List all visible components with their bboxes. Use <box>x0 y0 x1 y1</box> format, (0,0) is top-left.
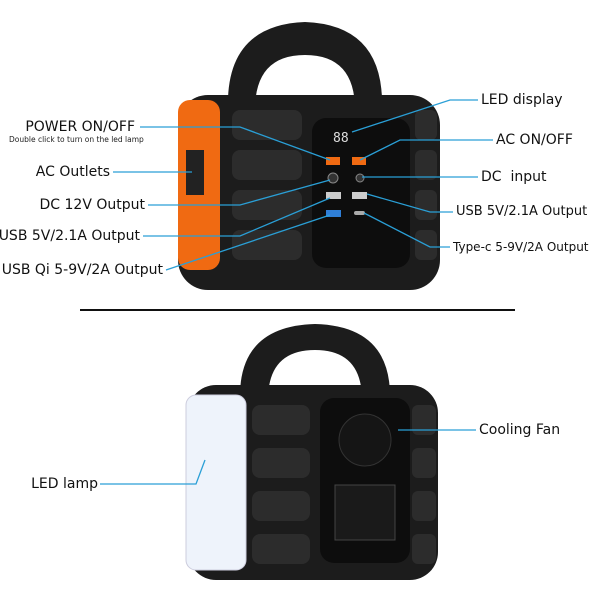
power-button <box>326 157 340 165</box>
label-usb-qi-output: USB Qi 5-9V/2A Output <box>1 262 163 278</box>
label-type-c-output: Type-c 5-9V/2A Output <box>453 240 589 254</box>
label-power-on-off: POWER ON/OFF <box>25 119 135 135</box>
label-dc-12v-output: DC 12V Output <box>39 197 145 213</box>
label-usb-left-output: USB 5V/2.1A Output <box>0 228 140 244</box>
power-station-front: 88 <box>178 22 440 290</box>
led-lamp-panel <box>185 394 247 571</box>
ac-button <box>352 157 366 165</box>
label-led-lamp: LED lamp <box>31 476 98 492</box>
led-display: 88 <box>333 131 349 146</box>
leader-lines <box>100 99 493 485</box>
ac-outlet <box>186 150 204 195</box>
label-power-note: Double click to turn on the led lamp <box>9 135 144 144</box>
spec-label <box>334 484 396 541</box>
label-ac-on-off: AC ON/OFF <box>496 132 573 148</box>
power-station-back <box>185 324 438 580</box>
label-usb-right-output: USB 5V/2.1A Output <box>456 204 588 219</box>
label-led-display: LED display <box>481 92 563 108</box>
label-ac-outlets: AC Outlets <box>35 164 110 180</box>
label-dc-input: DC input <box>481 169 547 185</box>
label-cooling-fan: Cooling Fan <box>479 422 561 438</box>
